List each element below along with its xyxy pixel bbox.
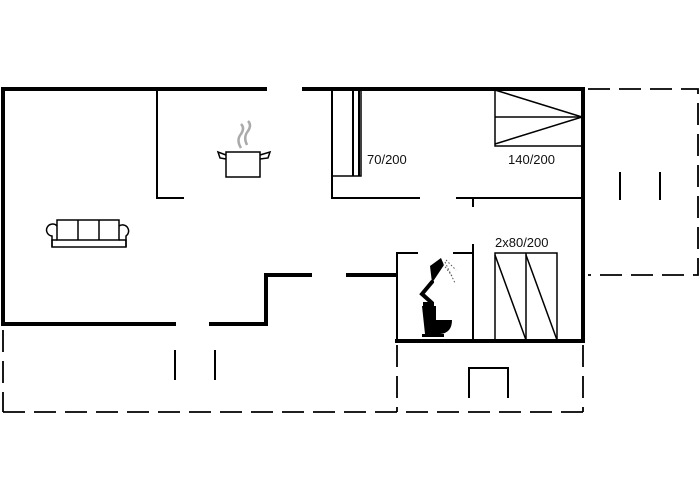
double-bed-label: 140/200: [508, 152, 555, 167]
terrace-bottom-right: [396, 345, 584, 412]
exterior-walls: [1, 87, 585, 343]
toilet-icon: [422, 302, 452, 337]
single-bed: [331, 88, 362, 177]
double-bed: [494, 88, 584, 147]
shower-icon: [419, 258, 457, 305]
twin-beds-label: 2x80/200: [495, 235, 549, 250]
sofa-icon: [45, 219, 130, 248]
cooking-pot-icon: [216, 120, 272, 178]
single-bed-label: 70/200: [367, 152, 407, 167]
twin-beds: [494, 252, 558, 342]
interior-walls: [156, 89, 583, 341]
terrace-bottom-left: [2, 330, 583, 413]
terrace-right: [588, 88, 699, 276]
